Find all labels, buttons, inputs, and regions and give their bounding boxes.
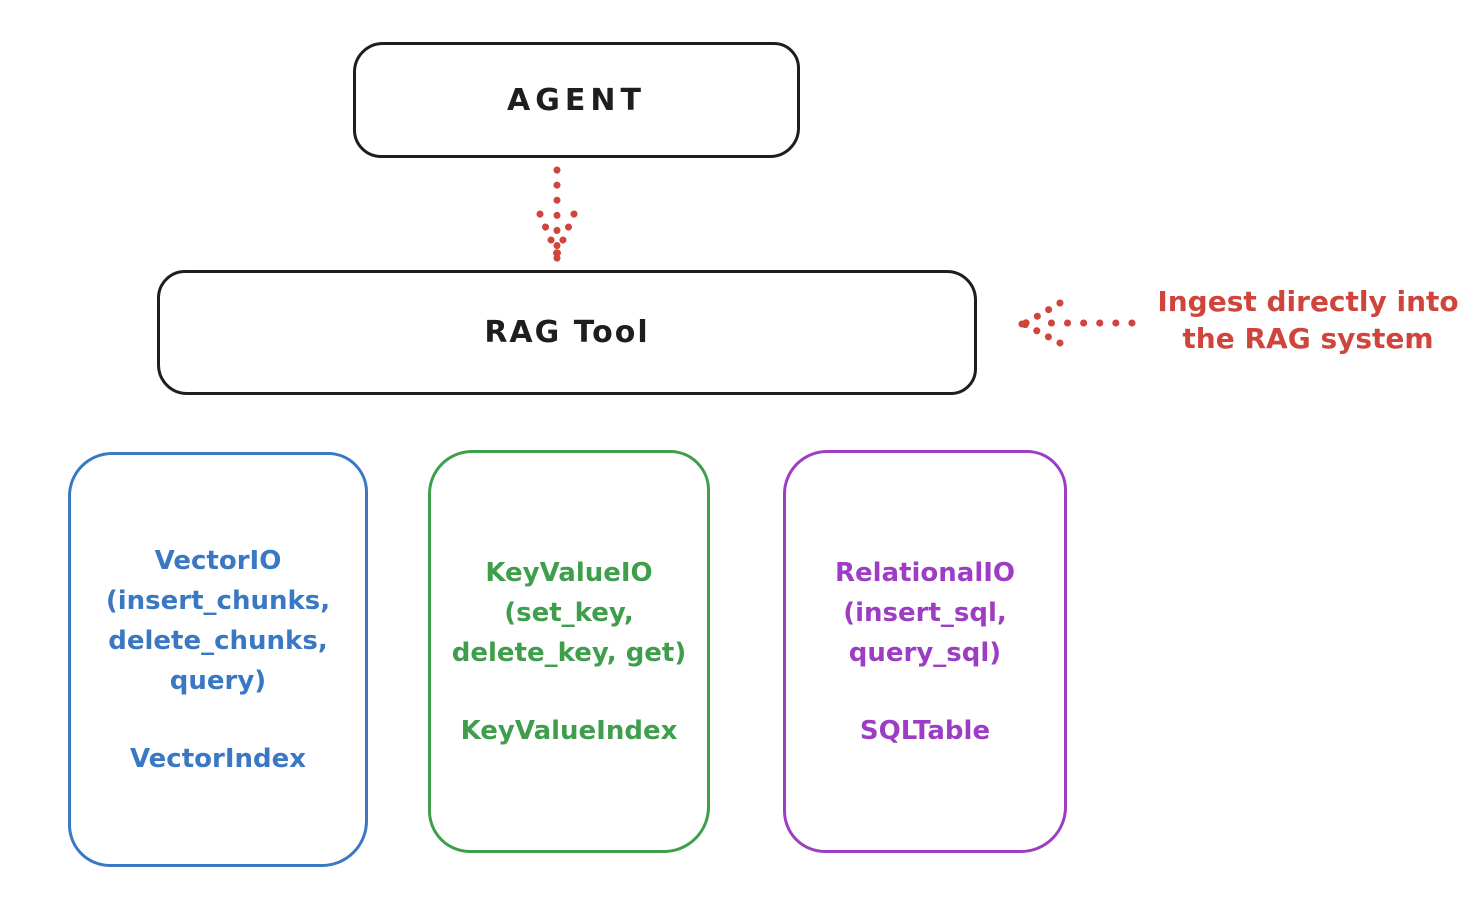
sql-table-label: SQLTable — [859, 715, 991, 746]
rag-tool-label: RAG Tool — [484, 315, 650, 350]
keyvalue-io-title: KeyValueIO — [485, 557, 653, 588]
relational-io-signature: RelationalIO (insert_sql, query_sql) — [835, 553, 1015, 673]
relational-io-line: (insert_sql, — [843, 597, 1007, 628]
rag-tool-box: RAG Tool — [157, 270, 977, 395]
vector-io-line: query) — [169, 665, 267, 696]
backend-box-vector-io: VectorIO (insert_chunks, delete_chunks, … — [68, 452, 368, 867]
keyvalue-io-signature: KeyValueIO (set_key, delete_key, get) — [452, 553, 687, 673]
vector-io-signature: VectorIO (insert_chunks, delete_chunks, … — [106, 541, 330, 701]
agent-box: AGENT — [353, 42, 800, 158]
ingest-annotation-line2: the RAG system — [1182, 322, 1434, 355]
agent-label: AGENT — [507, 82, 646, 118]
vector-index-label: VectorIndex — [129, 743, 307, 774]
ingest-annotation: Ingest directly into the RAG system — [1138, 283, 1478, 357]
backend-box-keyvalue-io: KeyValueIO (set_key, delete_key, get) Ke… — [428, 450, 710, 853]
vector-io-title: VectorIO — [154, 545, 282, 576]
dotted-arrow-down-icon — [536, 166, 578, 263]
ingest-annotation-line1: Ingest directly into — [1157, 285, 1459, 318]
vector-io-line: delete_chunks, — [108, 625, 328, 656]
backend-box-relational-io: RelationalIO (insert_sql, query_sql) SQL… — [783, 450, 1067, 853]
vector-io-line: (insert_chunks, — [105, 585, 331, 616]
relational-io-title: RelationalIO — [834, 557, 1016, 588]
keyvalue-io-line: (set_key, — [504, 597, 634, 628]
dotted-arrow-left-icon — [1017, 299, 1136, 347]
keyvalue-io-line: delete_key, get) — [451, 637, 687, 668]
keyvalue-index-label: KeyValueIndex — [460, 715, 678, 746]
relational-io-line: query_sql) — [848, 637, 1002, 668]
